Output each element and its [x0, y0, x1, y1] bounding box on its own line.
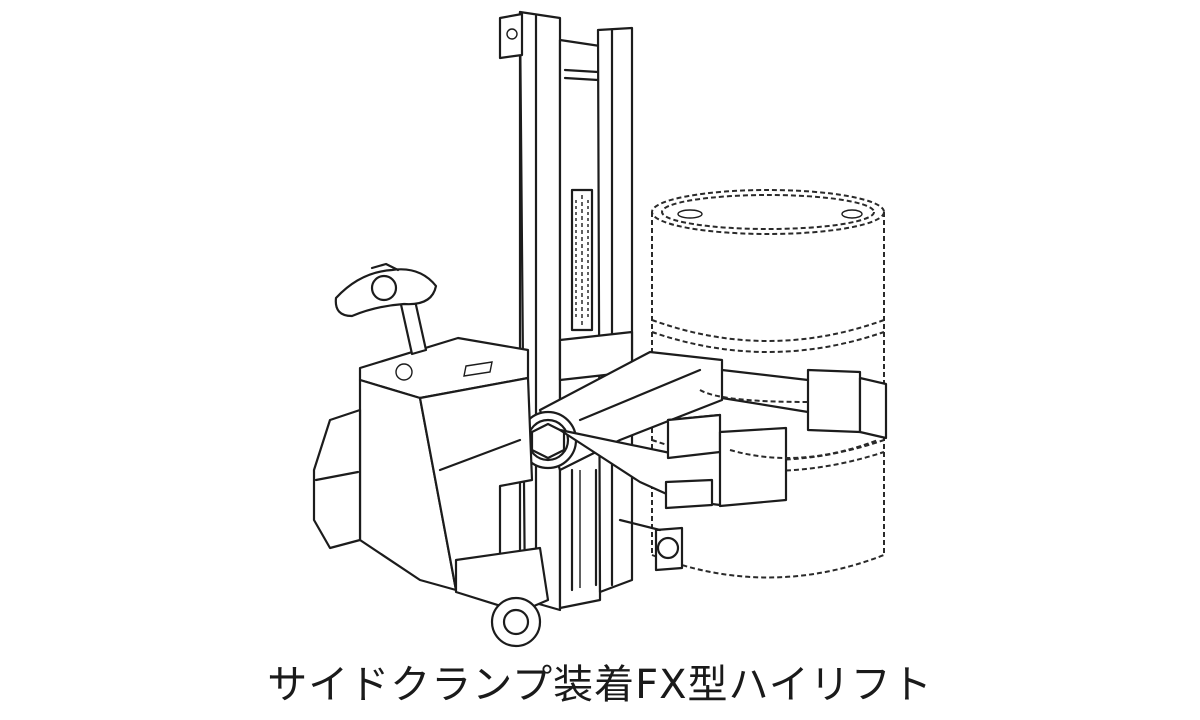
truck-body-drawing [312, 336, 684, 648]
mast-drawing [498, 10, 634, 612]
forklift-drum-clamp-illustration [312, 10, 888, 648]
side-clamp-drawing [518, 350, 888, 510]
figure-caption: サイドクランプ装着FX型ハイリフト [267, 662, 933, 708]
tiller-handle-drawing [334, 262, 438, 356]
